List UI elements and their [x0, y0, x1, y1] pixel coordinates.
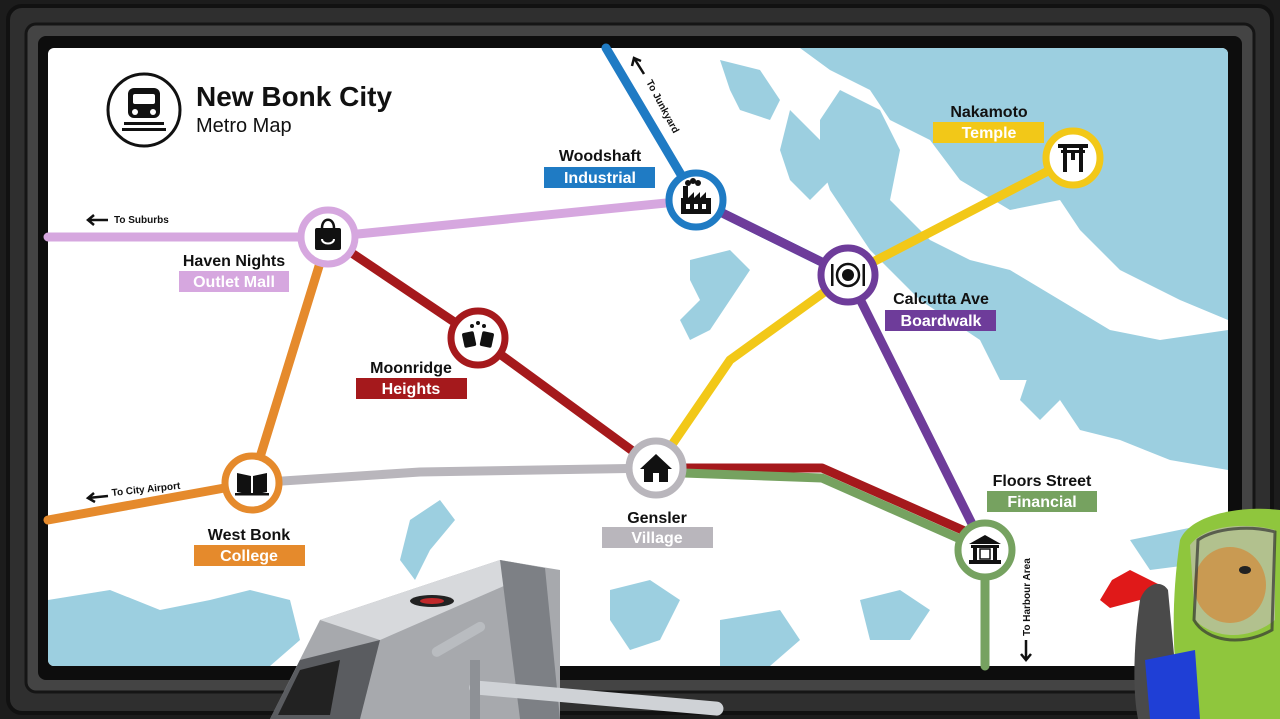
station-gensler[interactable]: Gensler Village — [602, 437, 713, 548]
station-district: Industrial — [564, 170, 636, 187]
bank-icon — [969, 535, 1001, 564]
station-moonridge[interactable]: Moonridge Heights — [356, 307, 509, 399]
shopping-bag-icon — [315, 218, 341, 250]
direction-suburbs-label: To Suburbs — [114, 215, 169, 226]
player-character — [1100, 508, 1280, 719]
red-splatter-icon — [1100, 570, 1160, 608]
yellow-line — [651, 153, 1078, 473]
turnstile-arm[interactable] — [469, 680, 724, 716]
direction-harbour-label: To Harbour Area — [1022, 558, 1033, 636]
station-calcutta-ave[interactable]: Calcutta Ave Boardwalk — [817, 244, 996, 331]
station-woodshaft[interactable]: Woodshaft Industrial — [544, 148, 727, 231]
station-name: Woodshaft — [559, 148, 642, 165]
open-book-icon — [235, 473, 269, 496]
station-west-bonk[interactable]: West Bonk College — [194, 452, 305, 566]
station-district: Financial — [1007, 494, 1076, 511]
station-name: Nakamoto — [950, 104, 1028, 121]
house-icon — [640, 454, 672, 482]
gray-line — [247, 463, 661, 488]
station-district: Temple — [962, 125, 1017, 142]
station-district: Heights — [382, 381, 441, 398]
plate-cutlery-icon — [831, 262, 865, 288]
doge-face-icon — [1194, 547, 1266, 623]
station-name: Calcutta Ave — [893, 291, 989, 308]
station-district: Village — [631, 530, 682, 547]
map-title: New Bonk City — [196, 81, 392, 112]
direction-to-harbour: To Harbour Area — [1020, 558, 1033, 662]
map-board — [43, 43, 1228, 671]
station-floors-street[interactable]: Floors Street Financial — [954, 473, 1097, 581]
station-name: West Bonk — [208, 527, 290, 544]
green-line — [651, 467, 990, 671]
station-district: Outlet Mall — [193, 274, 275, 291]
station-name: Moonridge — [370, 360, 452, 377]
station-name: Gensler — [627, 510, 687, 527]
station-district: Boardwalk — [901, 313, 982, 330]
direction-to-suburbs: To Suburbs — [86, 214, 169, 226]
torii-gate-icon — [1058, 144, 1088, 172]
station-nakamoto[interactable]: Nakamoto Temple — [933, 104, 1104, 189]
map-legend-title: New Bonk City Metro Map — [106, 72, 392, 148]
factory-icon — [681, 178, 711, 214]
station-haven-nights[interactable]: Haven Nights Outlet Mall — [179, 206, 359, 292]
station-name: Floors Street — [993, 473, 1092, 490]
turnstile-gate[interactable] — [270, 560, 724, 719]
station-district: College — [220, 548, 278, 565]
station-name: Haven Nights — [183, 253, 285, 270]
beer-mugs-icon — [462, 321, 494, 348]
map-subtitle: Metro Map — [196, 115, 292, 137]
